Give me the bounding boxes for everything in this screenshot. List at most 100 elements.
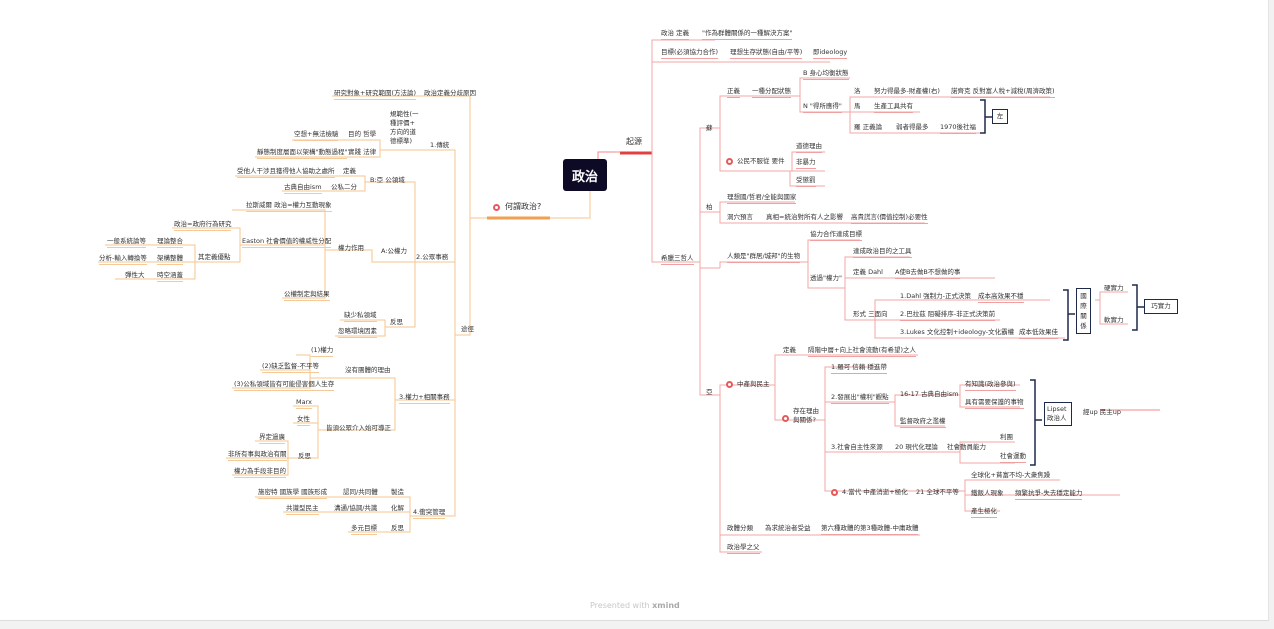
node-theory-a[interactable]: 一般系統論等: [107, 237, 146, 248]
node-n-deserve[interactable]: N "得所應得": [803, 102, 842, 113]
node-research-b[interactable]: 政治定義分歧原因: [424, 89, 476, 97]
node-government[interactable]: 政治=政府行為研究: [174, 220, 232, 231]
node-b-state[interactable]: B 身心均衡狀態: [803, 69, 849, 80]
node-reason-4[interactable]: 4.當代 中產消逝+極化: [842, 488, 908, 496]
node-classical-liberalism[interactable]: 16-17 古典自由ism: [900, 390, 959, 398]
summary-intl-relations[interactable]: 國際關係: [1076, 288, 1091, 334]
node-practice[interactable]: 實踐 法律: [348, 148, 377, 156]
node-cooperate[interactable]: 協力合作達成目標: [810, 230, 862, 241]
node-create-b[interactable]: 施密特 國族學 國族形成: [258, 488, 328, 499]
node-aristotle[interactable]: 亞: [706, 388, 713, 396]
node-regime-b[interactable]: 第六種政體的第3種政體-中庸政體: [821, 524, 919, 535]
summary-lipset[interactable]: Lipset 政治人: [1044, 402, 1072, 426]
node-face-3b[interactable]: 成本低效果佳: [1019, 328, 1058, 339]
node-timespace[interactable]: 時空涵蓋: [157, 271, 183, 282]
node-create-a[interactable]: 認同/共同體: [343, 488, 378, 496]
node-civil-disobedience[interactable]: 公民不服從 要件: [737, 157, 785, 165]
node-framework-a[interactable]: 分析-輸入轉換等: [99, 254, 147, 265]
node-social-movement[interactable]: 社會運動: [1000, 452, 1026, 463]
node-locke[interactable]: 洛: [854, 87, 861, 95]
node-tool[interactable]: 達成政治目的之工具: [853, 247, 912, 258]
node-reason-power[interactable]: (1)權力: [311, 346, 334, 357]
node-public-sphere[interactable]: B:亞 公領域: [370, 176, 405, 184]
node-ps-classical[interactable]: 古典自由ism: [284, 183, 322, 194]
node-too-broad[interactable]: 界定過廣: [259, 433, 285, 444]
node-reason-3[interactable]: 3.社會自主性來源: [831, 443, 883, 451]
node-plato-c[interactable]: 真相=統治對所有人之影響: [766, 213, 843, 221]
node-public-affairs[interactable]: 2.公眾事務: [416, 253, 449, 261]
node-power-means[interactable]: 權力為手段非目的: [234, 467, 286, 478]
node-marx-a[interactable]: 生產工具共有: [874, 102, 913, 113]
node-knowledge[interactable]: 有知識(政治參與): [965, 380, 1016, 391]
node-easton[interactable]: Easton 社會價值的權威性分配: [242, 237, 332, 248]
node-lipset-result[interactable]: 經up 民主up: [1083, 408, 1122, 416]
node-ps-dichotomy[interactable]: 公私二分: [331, 183, 357, 191]
node-polarization[interactable]: 產生極化: [971, 507, 997, 518]
branch-what-is-politics[interactable]: 何謂政治?: [505, 202, 542, 211]
node-reason[interactable]: 存在理由與關係?: [793, 407, 819, 424]
node-cd-2[interactable]: 非暴力: [796, 158, 816, 169]
node-purpose[interactable]: 目的 哲學: [348, 130, 377, 138]
node-reason-private[interactable]: (3)公私領域皆有可能侵害個人生存: [234, 380, 335, 391]
node-regime-a[interactable]: 為求統治者受益: [765, 524, 811, 532]
node-mobilization[interactable]: 社會動員能力: [947, 443, 986, 451]
node-lack-private[interactable]: 缺少私領域: [344, 311, 377, 322]
node-practice-a[interactable]: 靜態制度層面以架構"動態過程": [257, 148, 348, 159]
node-rawls-a[interactable]: 弱者得最多: [896, 123, 929, 131]
root-node[interactable]: 政治: [563, 159, 607, 191]
node-reflection-2[interactable]: 反思: [298, 452, 311, 460]
node-marx[interactable]: Marx: [296, 398, 312, 409]
branch-origin[interactable]: 起源: [626, 137, 642, 146]
node-goal[interactable]: 目標(必須協力合作): [661, 48, 719, 59]
node-must-intervene[interactable]: 皆須公眾介入始可導正: [326, 424, 391, 432]
node-public-authority[interactable]: A:公權力: [381, 247, 408, 255]
node-dahl-def-a[interactable]: A使B去做B不想做的事: [895, 268, 961, 279]
node-goal-ideology[interactable]: 即ideology: [813, 48, 848, 59]
node-decision[interactable]: 公權制定與結果: [284, 290, 330, 301]
node-soft-power[interactable]: 軟實力: [1104, 316, 1124, 324]
node-dahl-def[interactable]: 定義 Dahl: [853, 268, 883, 276]
node-female[interactable]: 女性: [297, 415, 310, 426]
node-not-all[interactable]: 非所有事與政治有關: [228, 450, 287, 461]
node-resolve[interactable]: 化解: [391, 504, 404, 512]
node-global-inequality[interactable]: 21 全球不平等: [916, 488, 959, 496]
node-definition[interactable]: 政治 定義: [661, 29, 690, 40]
node-purpose-a[interactable]: 空想+無法檢驗: [294, 130, 339, 141]
node-reflection-3-a[interactable]: 多元目標: [351, 524, 377, 535]
node-father[interactable]: 政治學之父: [727, 543, 760, 554]
node-interest-groups[interactable]: 利團: [1000, 433, 1013, 441]
node-advantages[interactable]: 其定義優點: [198, 253, 231, 261]
node-marx-r[interactable]: 馬: [854, 102, 861, 110]
node-reason-oversight[interactable]: (2)缺乏監督-不平等: [262, 362, 320, 373]
node-timespace-a[interactable]: 彈性大: [125, 271, 145, 279]
node-three-philosophers[interactable]: 希臘三哲人: [661, 254, 694, 265]
node-middle-class[interactable]: 中產與民主: [737, 380, 770, 388]
node-through-power[interactable]: 透過"權力": [810, 274, 842, 282]
node-justice[interactable]: 正義: [727, 87, 740, 98]
node-three-faces[interactable]: 形式 三面向: [853, 310, 888, 318]
node-human[interactable]: 人類是"群居/城邦"的生物: [727, 252, 801, 263]
node-tradition[interactable]: 1.傳統: [430, 141, 450, 149]
node-cd-3[interactable]: 受懲罰: [796, 176, 816, 187]
node-resolve-a[interactable]: 溝通/協調/共識: [334, 504, 378, 512]
node-face-2[interactable]: 2.巴拉茲 阻礙排序-非正式決策前: [900, 310, 996, 321]
node-protest[interactable]: 頻繁抗爭-失去穩定能力: [1015, 489, 1083, 500]
node-distribution[interactable]: 一種分配狀態: [752, 87, 791, 98]
node-plato-d[interactable]: 高貴謊言(價值控制)必要性: [851, 213, 928, 224]
node-plato-b[interactable]: 洞穴預言: [727, 213, 753, 221]
node-create[interactable]: 製造: [391, 488, 404, 496]
node-hard-power[interactable]: 硬實力: [1104, 284, 1124, 292]
node-face-1b[interactable]: 成本高效果不穩: [978, 292, 1024, 303]
node-ps-def[interactable]: 定義: [343, 167, 356, 175]
node-mc-def[interactable]: 定義: [783, 346, 796, 354]
node-power-function[interactable]: 權力作用: [338, 244, 364, 252]
node-power-related[interactable]: 3.權力+相關事務: [399, 393, 450, 404]
node-reason-1[interactable]: 1.羅可 信賴 穩進帶: [831, 363, 887, 374]
node-face-1[interactable]: 1.Dahl 強制力-正式決策: [900, 292, 972, 300]
node-framework[interactable]: 架構整體: [157, 254, 183, 265]
summary-smart-power[interactable]: 巧實力: [1144, 299, 1178, 314]
node-nozick[interactable]: 諾齊克 反對富人稅+減稅(周濟政策): [951, 87, 1055, 98]
node-reflection-1[interactable]: 反思: [390, 318, 403, 326]
node-rawls-b[interactable]: 1970後社福: [940, 123, 977, 134]
node-reason-2[interactable]: 2.發展出"權利"觀點: [831, 393, 889, 404]
